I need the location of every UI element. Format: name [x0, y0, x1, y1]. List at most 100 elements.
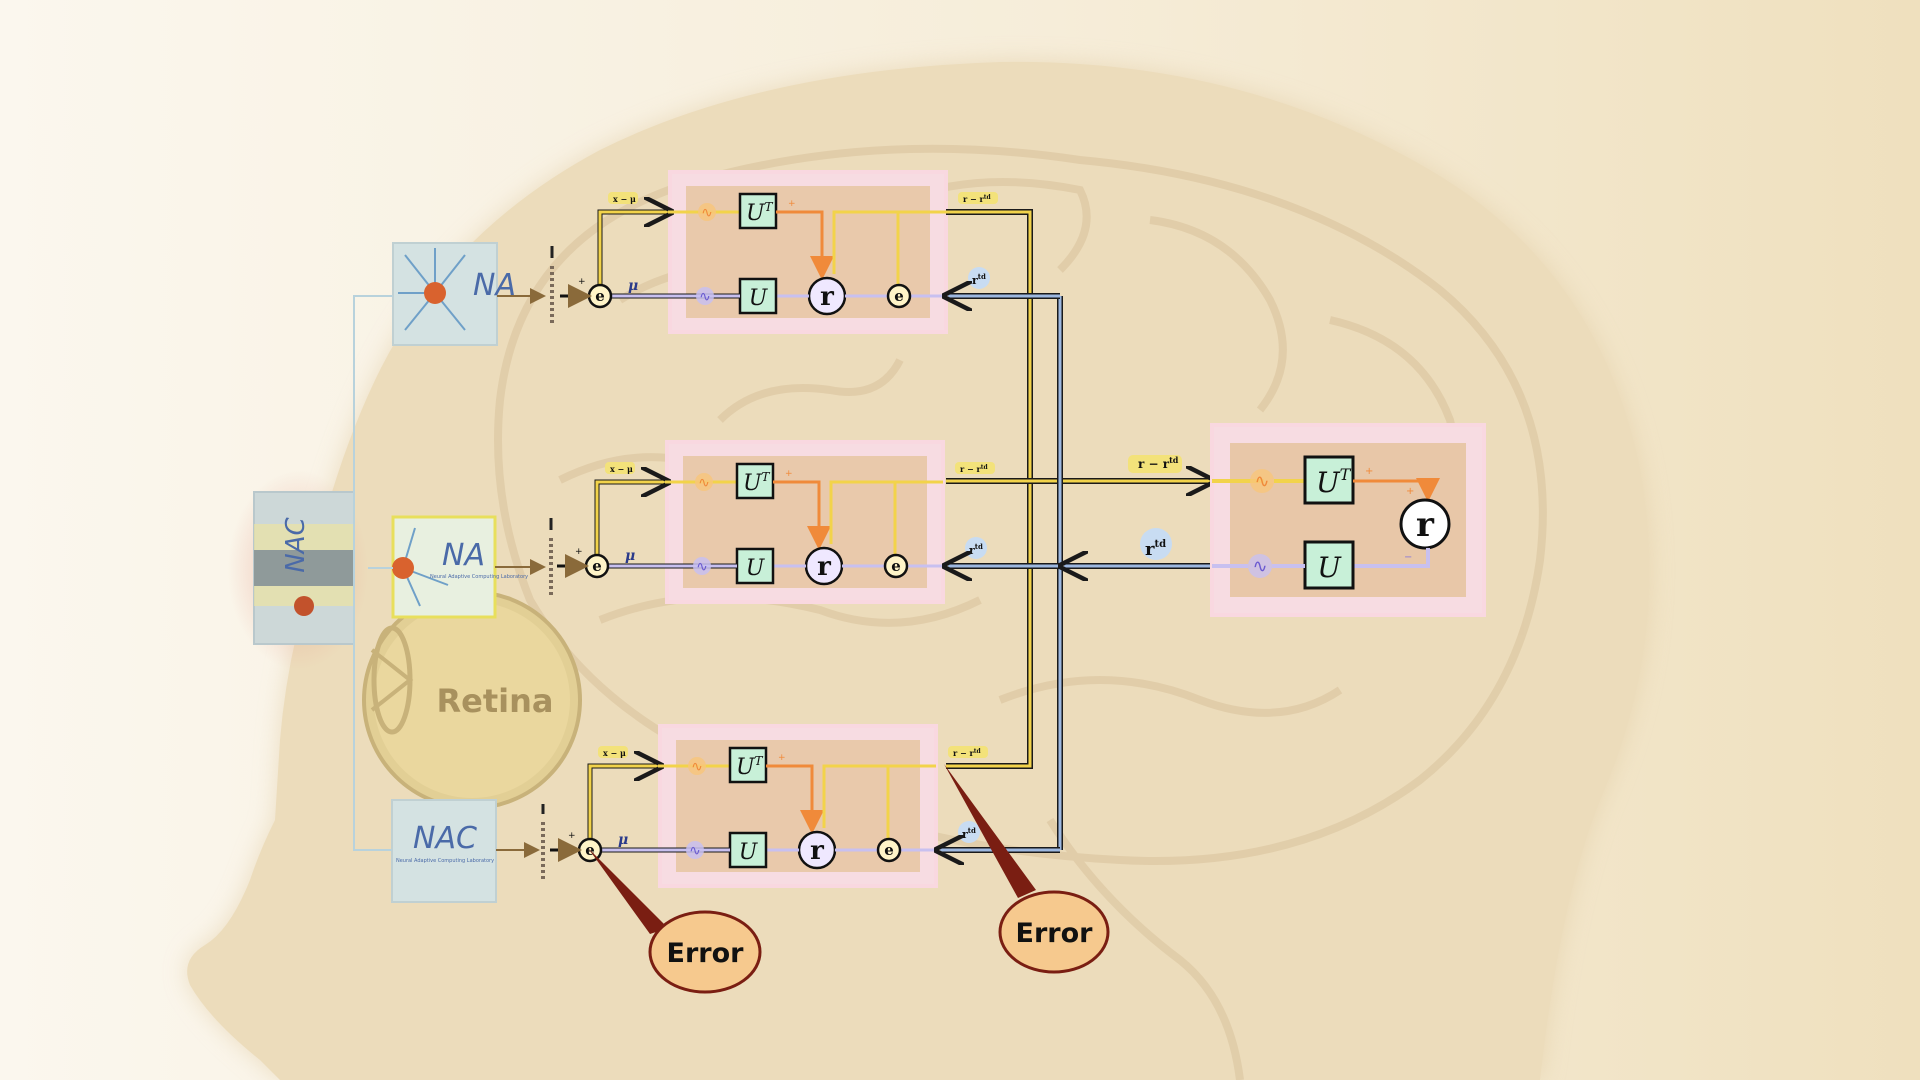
u-label: U [749, 286, 769, 311]
feedback-path [832, 210, 918, 274]
top-wave-lower: ∿ [1252, 556, 1267, 577]
mu-label: μ [618, 832, 628, 848]
u-box [738, 277, 778, 315]
ut-label: UT [736, 754, 764, 780]
top-ut-box: UT [1316, 465, 1352, 499]
nac-logo-middle: NA Neural Adaptive Computing Laboratory [391, 515, 528, 619]
e-node-right-circle [886, 283, 912, 309]
bus-lines [940, 209, 1210, 850]
x-minus-mu-tag [605, 462, 635, 474]
retina-label: Retina [437, 682, 554, 720]
wave-node-upper [698, 203, 716, 221]
r-node: r [810, 836, 824, 866]
wave-icon-lower: ∿ [696, 559, 708, 575]
r-minus-rtd-tag [955, 462, 995, 474]
u-label: U [746, 556, 766, 581]
plus-sign: + [778, 753, 786, 763]
top-wave-upper: ∿ [1254, 471, 1269, 492]
plus-sign: + [785, 469, 793, 479]
bus-label-r-minus-rtd: r − rtd [1138, 455, 1179, 471]
ut-box [728, 746, 768, 784]
orange-path [773, 480, 831, 550]
orange-path [766, 764, 824, 834]
x-minus-mu-label: x − μ [613, 194, 636, 204]
ut-box [738, 192, 778, 230]
e-node-right-circle [883, 553, 909, 579]
rtd-label: rtd [972, 272, 986, 287]
e-node-right: e [884, 841, 894, 859]
nac-stack-text: NAC [281, 516, 311, 572]
input-connectors [353, 295, 393, 851]
input-plus: + [575, 547, 583, 557]
x-minus-mu-tag [608, 192, 638, 204]
logo-to-input-arrows [495, 288, 546, 858]
top-r-node: r [1416, 505, 1435, 545]
rtd-tag [968, 267, 990, 289]
bus-label-rtd: rtd [1145, 539, 1166, 560]
x-minus-mu-label: x − μ [603, 748, 626, 758]
r-node: r [817, 552, 831, 582]
r-node: r [820, 282, 834, 312]
top-plus-1: + [1365, 466, 1373, 477]
rtd-label: rtd [962, 826, 976, 841]
mu-label: μ [625, 548, 635, 564]
wave-node-upper [695, 473, 713, 491]
nac-logo-bottom-text: NAC [413, 821, 477, 856]
error-left-label: Error [667, 938, 745, 969]
feedback-path [829, 480, 915, 544]
r-minus-rtd-tag [958, 192, 998, 204]
nac-logo-middle-text: NA [442, 538, 485, 573]
nac-input-stack: NAC [228, 470, 368, 670]
wave-node-lower [696, 287, 714, 305]
r-minus-rtd-label: r − rtd [963, 194, 991, 204]
nac-logo-middle-sub: Neural Adaptive Computing Laboratory [430, 574, 528, 580]
eye-graphic: Retina [362, 590, 582, 810]
top-level-module: ∿ UT + + r − U ∿ [1210, 423, 1486, 617]
input-error-path [598, 212, 668, 296]
input-plus: + [578, 277, 586, 287]
wave-node-lower [686, 841, 704, 859]
e-node-left: e [595, 287, 605, 305]
orange-path [776, 210, 834, 280]
input-error-path [595, 482, 665, 566]
feedback-path [822, 764, 908, 828]
top-minus: − [1404, 552, 1412, 563]
wave-node-upper [688, 757, 706, 775]
top-u-box: U [1317, 551, 1342, 584]
e-node-left: e [592, 557, 602, 575]
x-minus-mu-label: x − μ [610, 464, 633, 474]
nac-logo-top: NA [392, 242, 516, 346]
wave-icon-lower: ∿ [699, 289, 711, 305]
x-minus-mu-tag [598, 746, 628, 758]
input-error-path [588, 766, 658, 850]
r-minus-rtd-label: r − rtd [960, 464, 988, 474]
wave-icon: ∿ [701, 205, 713, 221]
ut-label: UT [743, 470, 771, 496]
input-vectors [541, 246, 554, 880]
input-plus: + [568, 831, 576, 841]
plus-sign: + [788, 199, 796, 209]
rtd-label: rtd [969, 542, 983, 557]
u-label: U [739, 840, 759, 865]
e-node-right-circle [876, 837, 902, 863]
e-node-right: e [891, 557, 901, 575]
wave-icon-lower: ∿ [689, 843, 701, 859]
error-bubble-left: Error [588, 848, 762, 994]
mu-label: μ [628, 278, 638, 294]
u-box [735, 547, 775, 585]
wave-node-lower [693, 557, 711, 575]
nac-logo-bottom: NAC Neural Adaptive Computing Laboratory [391, 799, 497, 903]
nac-logo-bottom-sub: Neural Adaptive Computing Laboratory [396, 858, 494, 864]
error-right-label: Error [1016, 918, 1094, 949]
bus-labels: r − rtd rtd [1128, 455, 1182, 560]
nac-logo-top-text: NA [473, 268, 516, 303]
r-minus-rtd-tag [948, 746, 988, 758]
e-node-right: e [894, 287, 904, 305]
error-bubble-right: Error [944, 764, 1110, 974]
ut-label: UT [746, 200, 774, 226]
